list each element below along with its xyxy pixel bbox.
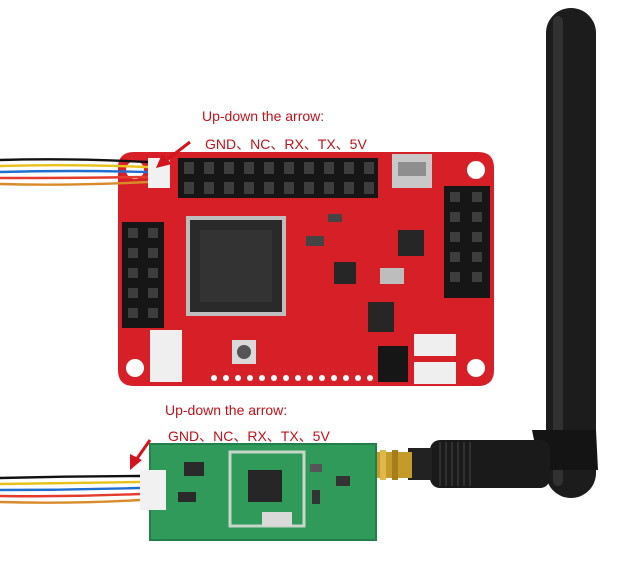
- flight-controller-board: [118, 152, 494, 386]
- top-annotation-pins: GND、NC、RX、TX、5V: [205, 136, 367, 152]
- antenna-barrel-ribs: [439, 442, 471, 486]
- radio-module-board: [140, 443, 377, 541]
- bottom-wire-bundle: [0, 474, 141, 504]
- top-annotation-title: Up-down the arrow:: [202, 108, 325, 124]
- bottom-pads: [211, 375, 373, 381]
- top-wire-bundle: [0, 158, 149, 186]
- arrow-icon: [130, 439, 152, 470]
- bottom-annotation-pins: GND、NC、RX、TX、5V: [168, 428, 330, 444]
- antenna: [408, 8, 598, 498]
- top-header-pins: [184, 162, 374, 194]
- arrow-icon: [156, 140, 191, 168]
- bottom-annotation-title: Up-down the arrow:: [165, 402, 288, 418]
